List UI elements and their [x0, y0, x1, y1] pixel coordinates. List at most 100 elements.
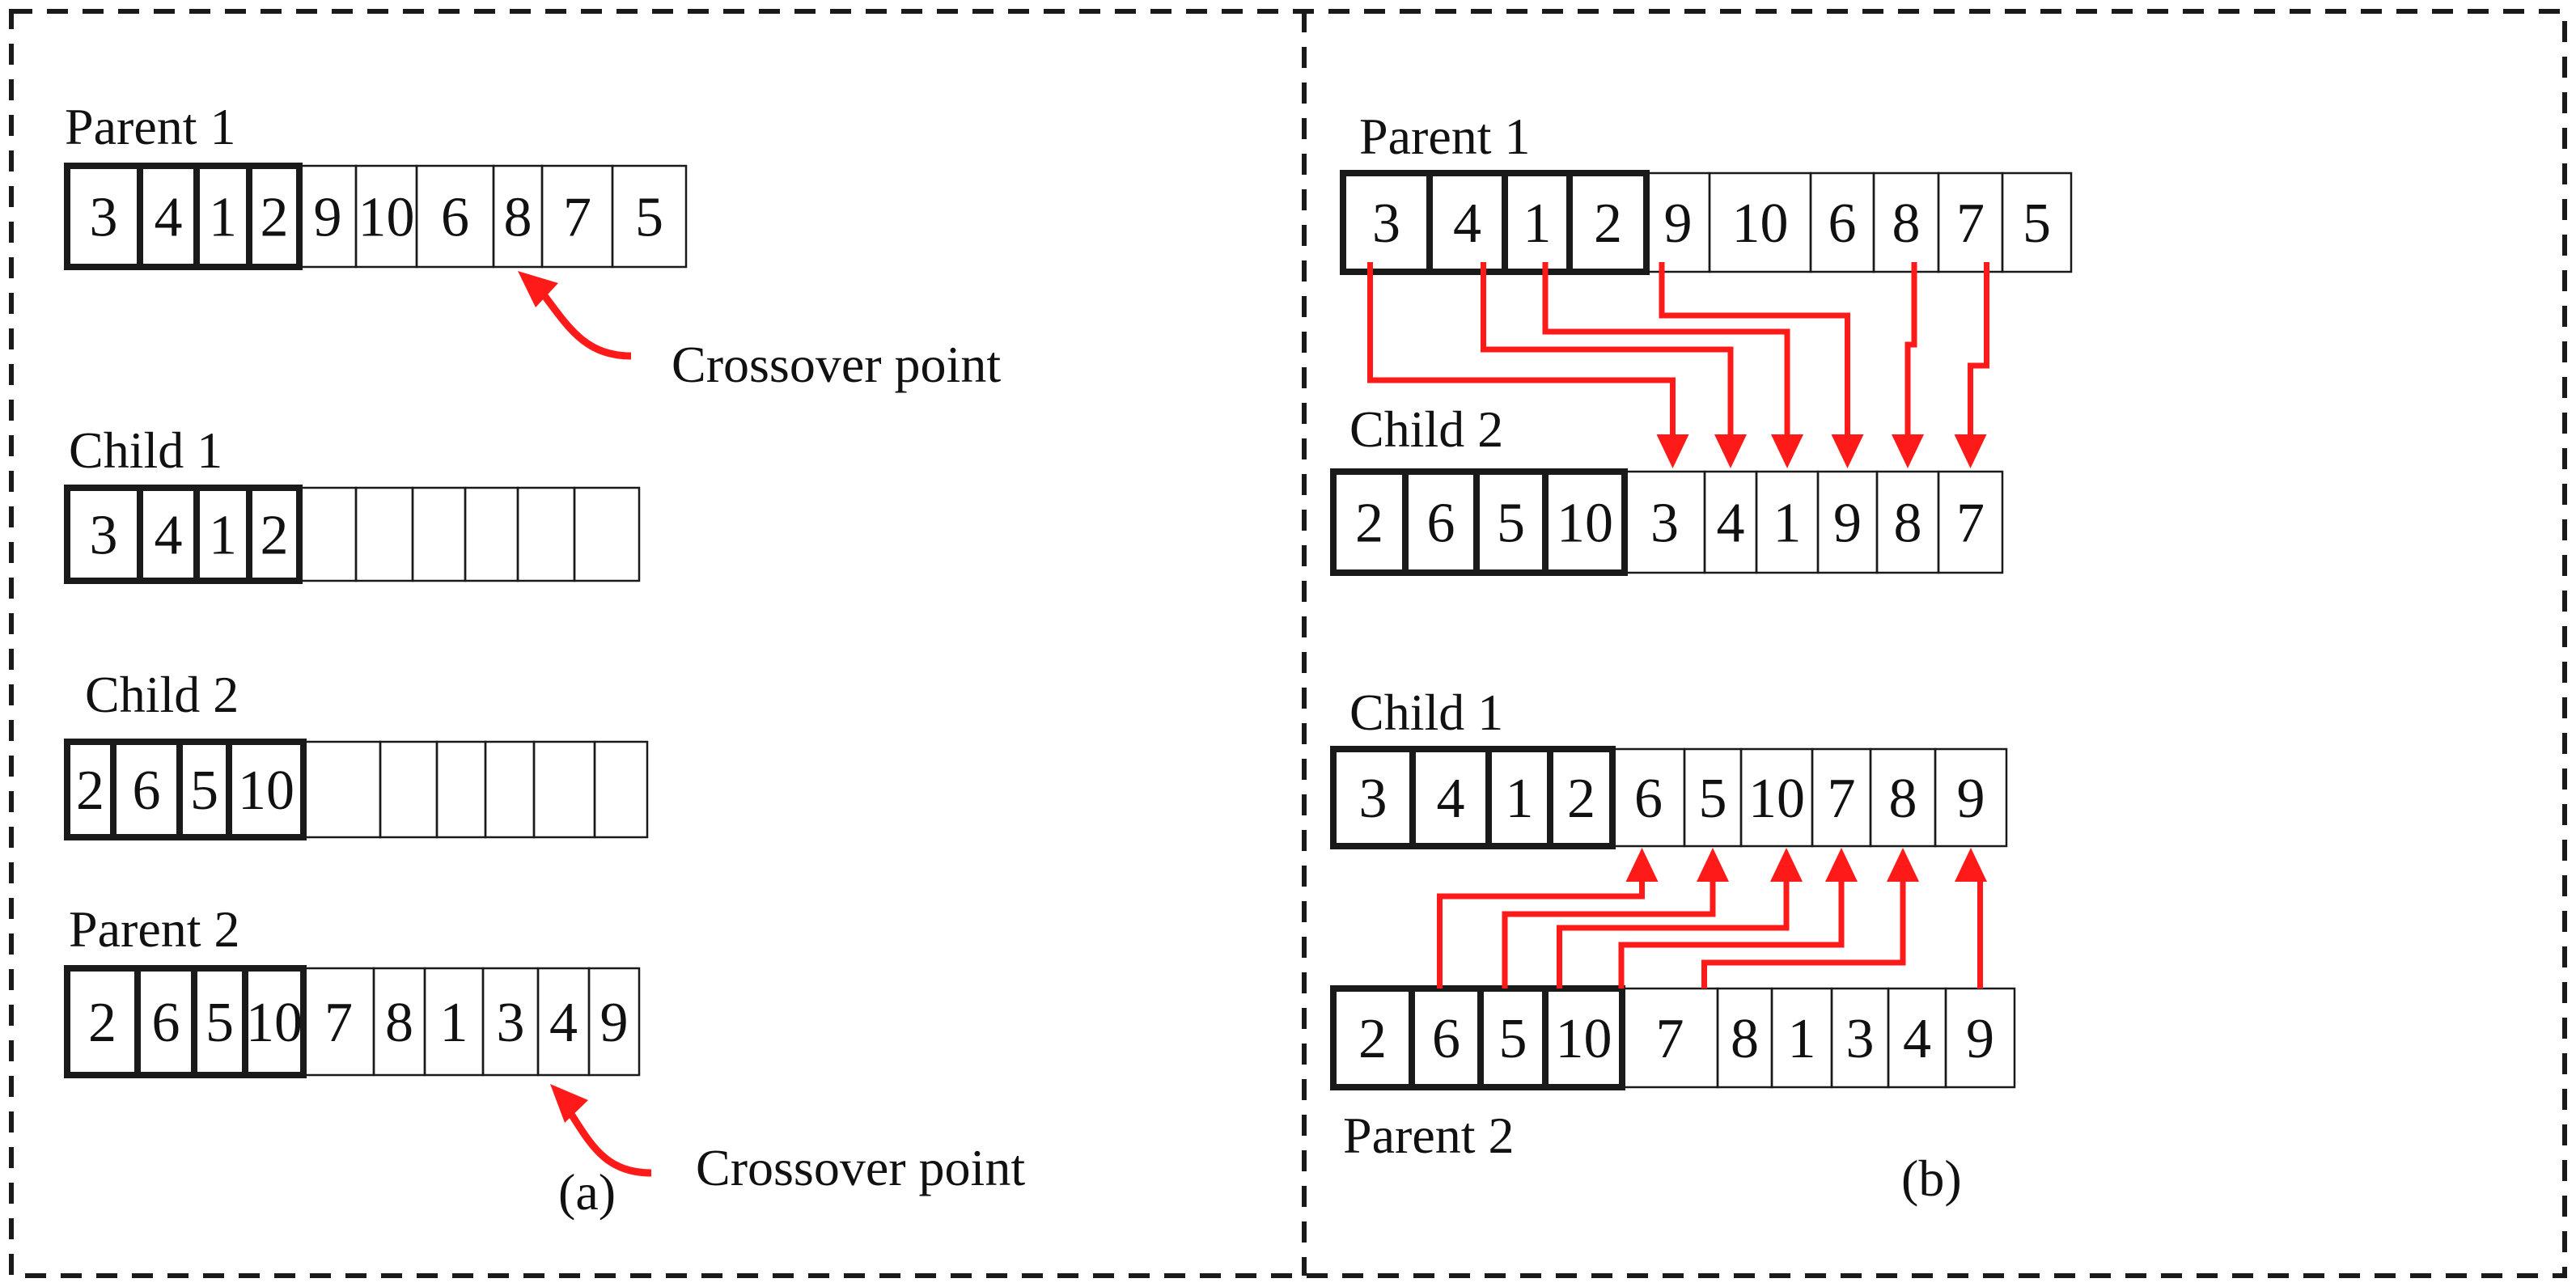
- gene-value: 1: [1506, 768, 1534, 830]
- gene-value: 2: [1567, 768, 1595, 830]
- mapping-arrowhead: [1770, 848, 1803, 882]
- mapping-arrowhead: [1825, 848, 1858, 882]
- gene-cell: [435, 740, 487, 839]
- crossover-pointer-arrowhead-top: [518, 271, 558, 307]
- gene-value: 9: [1664, 193, 1693, 255]
- gene-value: 4: [1437, 768, 1465, 830]
- gene-value: 5: [1497, 493, 1525, 555]
- gene-value: 5: [635, 187, 663, 249]
- gene-cell: [1937, 470, 2004, 574]
- crossover-pointer-arrowhead-bottom: [550, 1084, 588, 1123]
- gene-value: 8: [504, 187, 532, 249]
- gene-cell: [298, 486, 358, 582]
- gene-value: 8: [1892, 193, 1921, 255]
- fixed-segment-outline: [64, 739, 307, 840]
- gene-value: 3: [1650, 493, 1679, 555]
- gene-cell: [484, 740, 536, 839]
- fixed-segment-outline: [64, 163, 303, 270]
- mapping-arrow-line: [1904, 262, 1917, 441]
- panel-b-parent1-label: Parent 1: [1359, 108, 1531, 165]
- mapping-arrow-line: [1367, 262, 1676, 441]
- fixed-segment-outline: [1330, 985, 1625, 1090]
- gene-value: 9: [314, 187, 342, 249]
- panel-a-crossover-label-top: Crossover point: [672, 336, 1001, 393]
- gene-value: 2: [76, 760, 104, 822]
- fixed-segment-outline: [1330, 746, 1616, 849]
- mapping-arrowhead: [1892, 434, 1924, 468]
- panel-b-parent2-label: Parent 2: [1343, 1107, 1515, 1164]
- gene-cell: [516, 486, 576, 582]
- mapping-arrow-line: [1968, 262, 1989, 441]
- gene-cell: [611, 164, 688, 269]
- gene-value: 9: [1833, 493, 1862, 555]
- panel-a-child2-label: Child 2: [85, 666, 239, 723]
- mapping-arrowhead: [1714, 434, 1747, 468]
- panel-b-caption: (b): [1901, 1149, 1962, 1207]
- panel-b-child2-label: Child 2: [1349, 400, 1503, 458]
- gene-value: 2: [88, 992, 117, 1054]
- gene-value: 1: [209, 505, 237, 567]
- gene-value: 9: [600, 992, 629, 1054]
- gene-value: 2: [261, 505, 289, 567]
- mapping-arrow-line: [1618, 875, 1845, 989]
- gene-value: 1: [1773, 493, 1802, 555]
- mapping-arrowhead: [1831, 434, 1864, 468]
- mapping-arrow-line: [1502, 875, 1716, 989]
- panel-b-mapping-arrows-parent2-to-child1: [1437, 848, 1987, 989]
- gene-cell: [593, 740, 649, 839]
- gene-value: 10: [246, 992, 303, 1054]
- gene-value: 8: [1894, 493, 1922, 555]
- gene-value: 3: [1359, 768, 1388, 830]
- gene-value: 9: [1966, 1008, 1994, 1070]
- gene-value: 10: [1557, 493, 1613, 555]
- gene-value: 5: [190, 760, 218, 822]
- gene-value: 9: [1957, 768, 1985, 830]
- gene-value: 4: [1453, 193, 1481, 255]
- gene-value: 3: [1372, 193, 1400, 255]
- gene-value: 3: [497, 992, 525, 1054]
- panel-a-parent2-label: Parent 2: [69, 900, 240, 958]
- mapping-arrow-line: [1437, 875, 1645, 989]
- gene-value: 2: [1355, 493, 1383, 555]
- mapping-arrow-line: [1542, 262, 1790, 441]
- outer-dashed-border: [9, 9, 2567, 1278]
- gene-value: 3: [90, 187, 118, 249]
- gene-value: 8: [1731, 1008, 1759, 1070]
- gene-value: 3: [1846, 1008, 1875, 1070]
- mapping-arrowhead: [1887, 848, 1919, 882]
- mapping-arrow-line: [1659, 262, 1850, 441]
- mapping-arrow-line: [1701, 875, 1906, 989]
- frame: [9, 9, 2567, 1278]
- gene-value: 1: [440, 992, 468, 1054]
- gene-value: 10: [1556, 1008, 1612, 1070]
- gene-cell: [302, 740, 382, 839]
- gene-value: 6: [133, 760, 161, 822]
- gene-value: 3: [90, 505, 118, 567]
- gene-value: 7: [1828, 768, 1856, 830]
- fixed-segment-outline: [1330, 468, 1628, 576]
- gene-cell: [464, 486, 519, 582]
- gene-value: 1: [209, 187, 237, 249]
- gene-value: 2: [1594, 193, 1622, 255]
- panel-a-caption: (a): [558, 1163, 616, 1221]
- gene-value: 6: [1828, 193, 1857, 255]
- gene-cell: [1934, 747, 2008, 848]
- gene-value: 6: [152, 992, 180, 1054]
- gene-value: 10: [358, 187, 415, 249]
- fixed-segment-outline: [64, 485, 303, 584]
- gene-value: 7: [1956, 493, 1985, 555]
- gene-value: 10: [1732, 193, 1789, 255]
- mapping-arrowhead: [1656, 434, 1689, 468]
- crossover-pointer-arrow-bottom: [563, 1104, 652, 1177]
- gene-value: 10: [238, 760, 294, 822]
- mapping-arrowhead: [1625, 848, 1659, 882]
- panel-a-child1-label: Child 1: [69, 421, 222, 479]
- gene-value: 5: [1499, 1008, 1527, 1070]
- gene-cell: [354, 486, 414, 582]
